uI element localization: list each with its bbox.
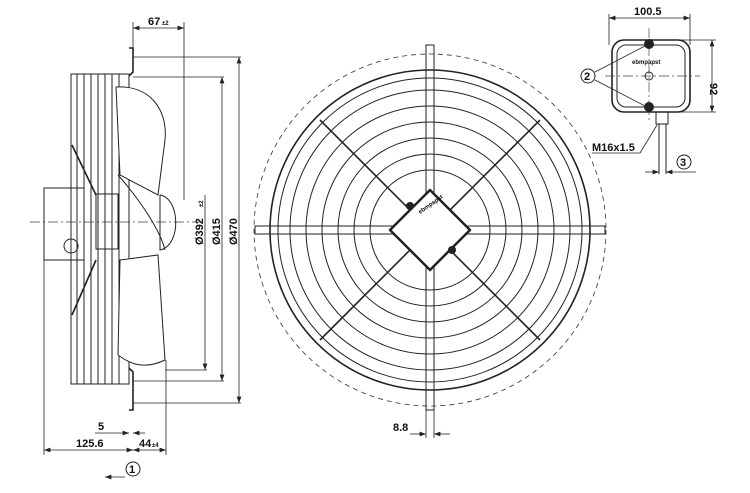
strut: [71, 144, 97, 196]
rotor-fins: [159, 194, 177, 251]
dim-dia-470: Ø470: [228, 218, 240, 245]
callout-3: 3: [680, 157, 686, 169]
dim-dia-392: Ø392: [194, 218, 206, 245]
callout-1: 1: [129, 464, 135, 476]
mount-bolt: [406, 202, 414, 210]
dim-8-8: 8.8: [393, 422, 408, 434]
dim-92: 92: [707, 83, 719, 95]
mount-bolt: [448, 246, 456, 254]
callout-3-circle: [676, 154, 692, 170]
callout-2: 2: [584, 71, 590, 83]
side-view: 67 ±2 Ø392 ±2 Ø415 Ø470 5 125.6 44 ±4 1: [30, 16, 242, 480]
cable-gland: [655, 111, 669, 125]
fan-blade: [117, 254, 166, 366]
callout-1-circle: [125, 461, 141, 477]
dim-44-tolerance: ±4: [152, 443, 159, 449]
strut: [71, 259, 97, 316]
guard-ring: [269, 69, 591, 391]
dim-125-6: 125.6: [76, 438, 104, 450]
screw: [644, 39, 654, 49]
dim-dia-392-tolerance: ±2: [199, 200, 205, 207]
front-view: ebmpapst 8.8: [253, 44, 607, 438]
screw: [644, 102, 654, 112]
dim-67-tolerance: ±2: [162, 21, 169, 27]
dim-100-5: 100.5: [634, 6, 662, 18]
fan-blade: [115, 86, 166, 196]
box-brand-label: ebmpapst: [632, 60, 660, 66]
cable-gland: [63, 238, 79, 254]
dim-67: 67: [148, 16, 160, 28]
thread-size: M16x1.5: [592, 142, 635, 154]
dim-5: 5: [98, 421, 104, 433]
outer-diameter-circle: [253, 53, 607, 407]
mounting-flange: [128, 47, 134, 411]
motor-rotor: [95, 193, 119, 250]
callout-2-circle: [580, 68, 596, 84]
blade-edge: [117, 174, 166, 251]
dim-44: 44: [139, 438, 152, 450]
terminal-box-side: [43, 187, 85, 261]
terminal-box-view: ebmpapst 100.5 92 2 M16x1.5 3: [580, 6, 719, 175]
dim-dia-415: Ø415: [211, 218, 223, 245]
